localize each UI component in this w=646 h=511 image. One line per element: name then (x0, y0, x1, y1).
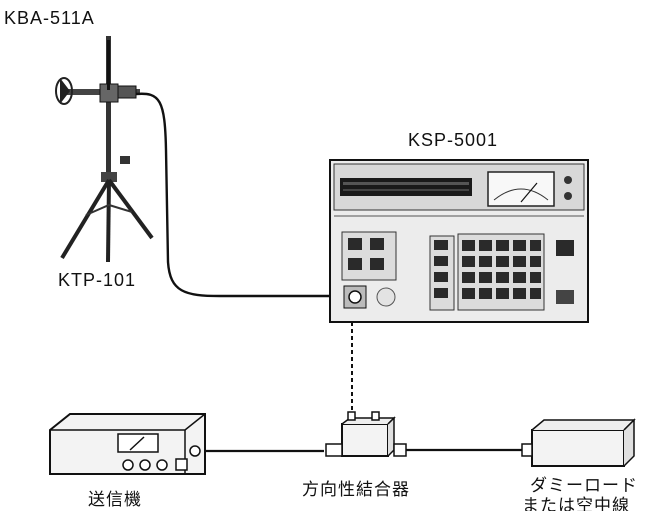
analyzer-label: KSP-5001 (408, 130, 499, 150)
tripod-label: KTP-101 (58, 270, 137, 290)
transmitter-output-connector (189, 445, 201, 457)
load-label-line2: または空中線 (522, 496, 630, 511)
spectrum-analyzer-panel (329, 159, 589, 323)
tripod-leg-right (107, 178, 154, 240)
transmitter-box (49, 413, 206, 475)
coupler-label: 方向性結合器 (302, 480, 410, 500)
antenna-mast (106, 36, 111, 186)
transmitter-label: 送信機 (88, 490, 142, 510)
antenna-label: KBA-511A (4, 8, 95, 28)
tripod-leg-left (60, 178, 111, 260)
load-label-line1: ダミーロード (530, 476, 638, 496)
tripod-leg-center (106, 179, 111, 263)
antenna-fan-element (60, 78, 70, 104)
antenna-tripod-assembly (55, 36, 154, 263)
dummy-load-box (521, 418, 636, 467)
antenna-cable (135, 92, 350, 298)
analyzer-display (340, 178, 472, 196)
analyzer-knob (376, 287, 396, 307)
directional-coupler (325, 411, 407, 457)
